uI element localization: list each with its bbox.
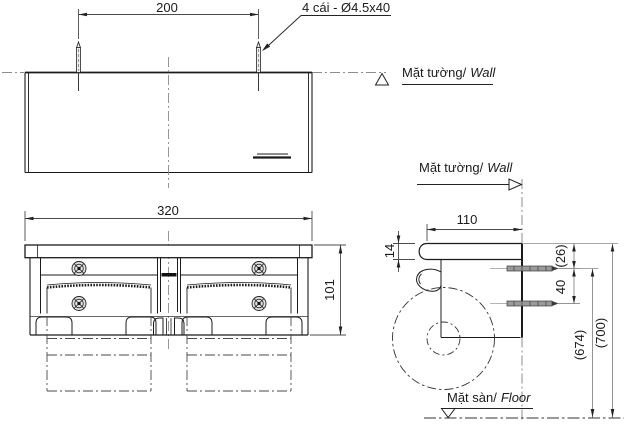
dim-200 (78, 9, 259, 39)
screw-head-icon (251, 261, 267, 276)
shelf-bar (24, 244, 313, 259)
dim-40 (572, 268, 576, 304)
dim-200-label: 200 (156, 0, 178, 15)
paper-holder-unit-left (40, 257, 158, 314)
mounting-screw-icon (256, 40, 261, 91)
dim-40-label: 40 (553, 279, 568, 295)
wall-label-vi: Mặt tường/ (419, 160, 484, 175)
dim-101-label: 101 (322, 279, 337, 301)
floor-label: Mặt sàn/Floor (447, 391, 530, 405)
paper-holder-unit-right (180, 257, 298, 314)
wall-datum-icon (417, 178, 523, 191)
dim-110-label: 110 (456, 212, 478, 227)
dim-101 (310, 244, 346, 336)
dim-700-label: (700) (593, 317, 608, 349)
dim-110 (426, 224, 522, 241)
phantom-paper-roll-right (186, 316, 292, 392)
serrated-cutter-edge (46, 283, 152, 289)
serrated-cutter-edge (186, 283, 292, 289)
product-front-view (24, 211, 346, 392)
floor-label-vi: Mặt sàn/ (447, 390, 497, 405)
holder-flap-hook (416, 268, 442, 292)
wall-label-vi: Mặt tường/ (402, 65, 467, 80)
screw-head-icon (251, 296, 267, 311)
wall-label-en: Wall (487, 160, 513, 175)
dim-26 (572, 243, 576, 269)
holder-body (29, 257, 309, 336)
screw-head-icon (71, 261, 87, 276)
dim-14-label: 14 (382, 243, 397, 259)
extension-lines-right (523, 243, 618, 304)
wall-label-en: Wall (470, 65, 496, 80)
side-view (392, 178, 624, 420)
shelf-side-profile (418, 242, 523, 338)
screw-note-leader (262, 15, 391, 51)
shelf-front-outline (24, 71, 313, 174)
center-post-mark (161, 273, 177, 277)
floor-datum-icon (440, 408, 533, 419)
floor-label-en: Floor (500, 390, 531, 405)
dim-700 (610, 243, 615, 418)
dim-320 (24, 211, 313, 241)
wall-label-top: Mặt tường/Wall (402, 66, 495, 80)
roll-spindle (440, 259, 521, 338)
dim-674 (590, 268, 595, 418)
wall-label-side: Mặt tường/Wall (419, 161, 512, 175)
dim-674-label: (674) (572, 329, 587, 361)
dim-320-label: 320 (157, 203, 179, 218)
bottom-brackets (35, 316, 303, 335)
center-post (160, 257, 178, 312)
screw-head-icon (71, 296, 87, 311)
phantom-paper-roll-left (46, 316, 152, 392)
screw-note-label: 4 cái - Ø4.5x40 (302, 0, 391, 15)
dim-14 (393, 231, 415, 272)
wall-datum-icon (374, 72, 493, 86)
front-installation-view (2, 9, 493, 188)
phantom-paper-roll-side (392, 287, 495, 390)
mounting-screw-icon (76, 40, 81, 91)
